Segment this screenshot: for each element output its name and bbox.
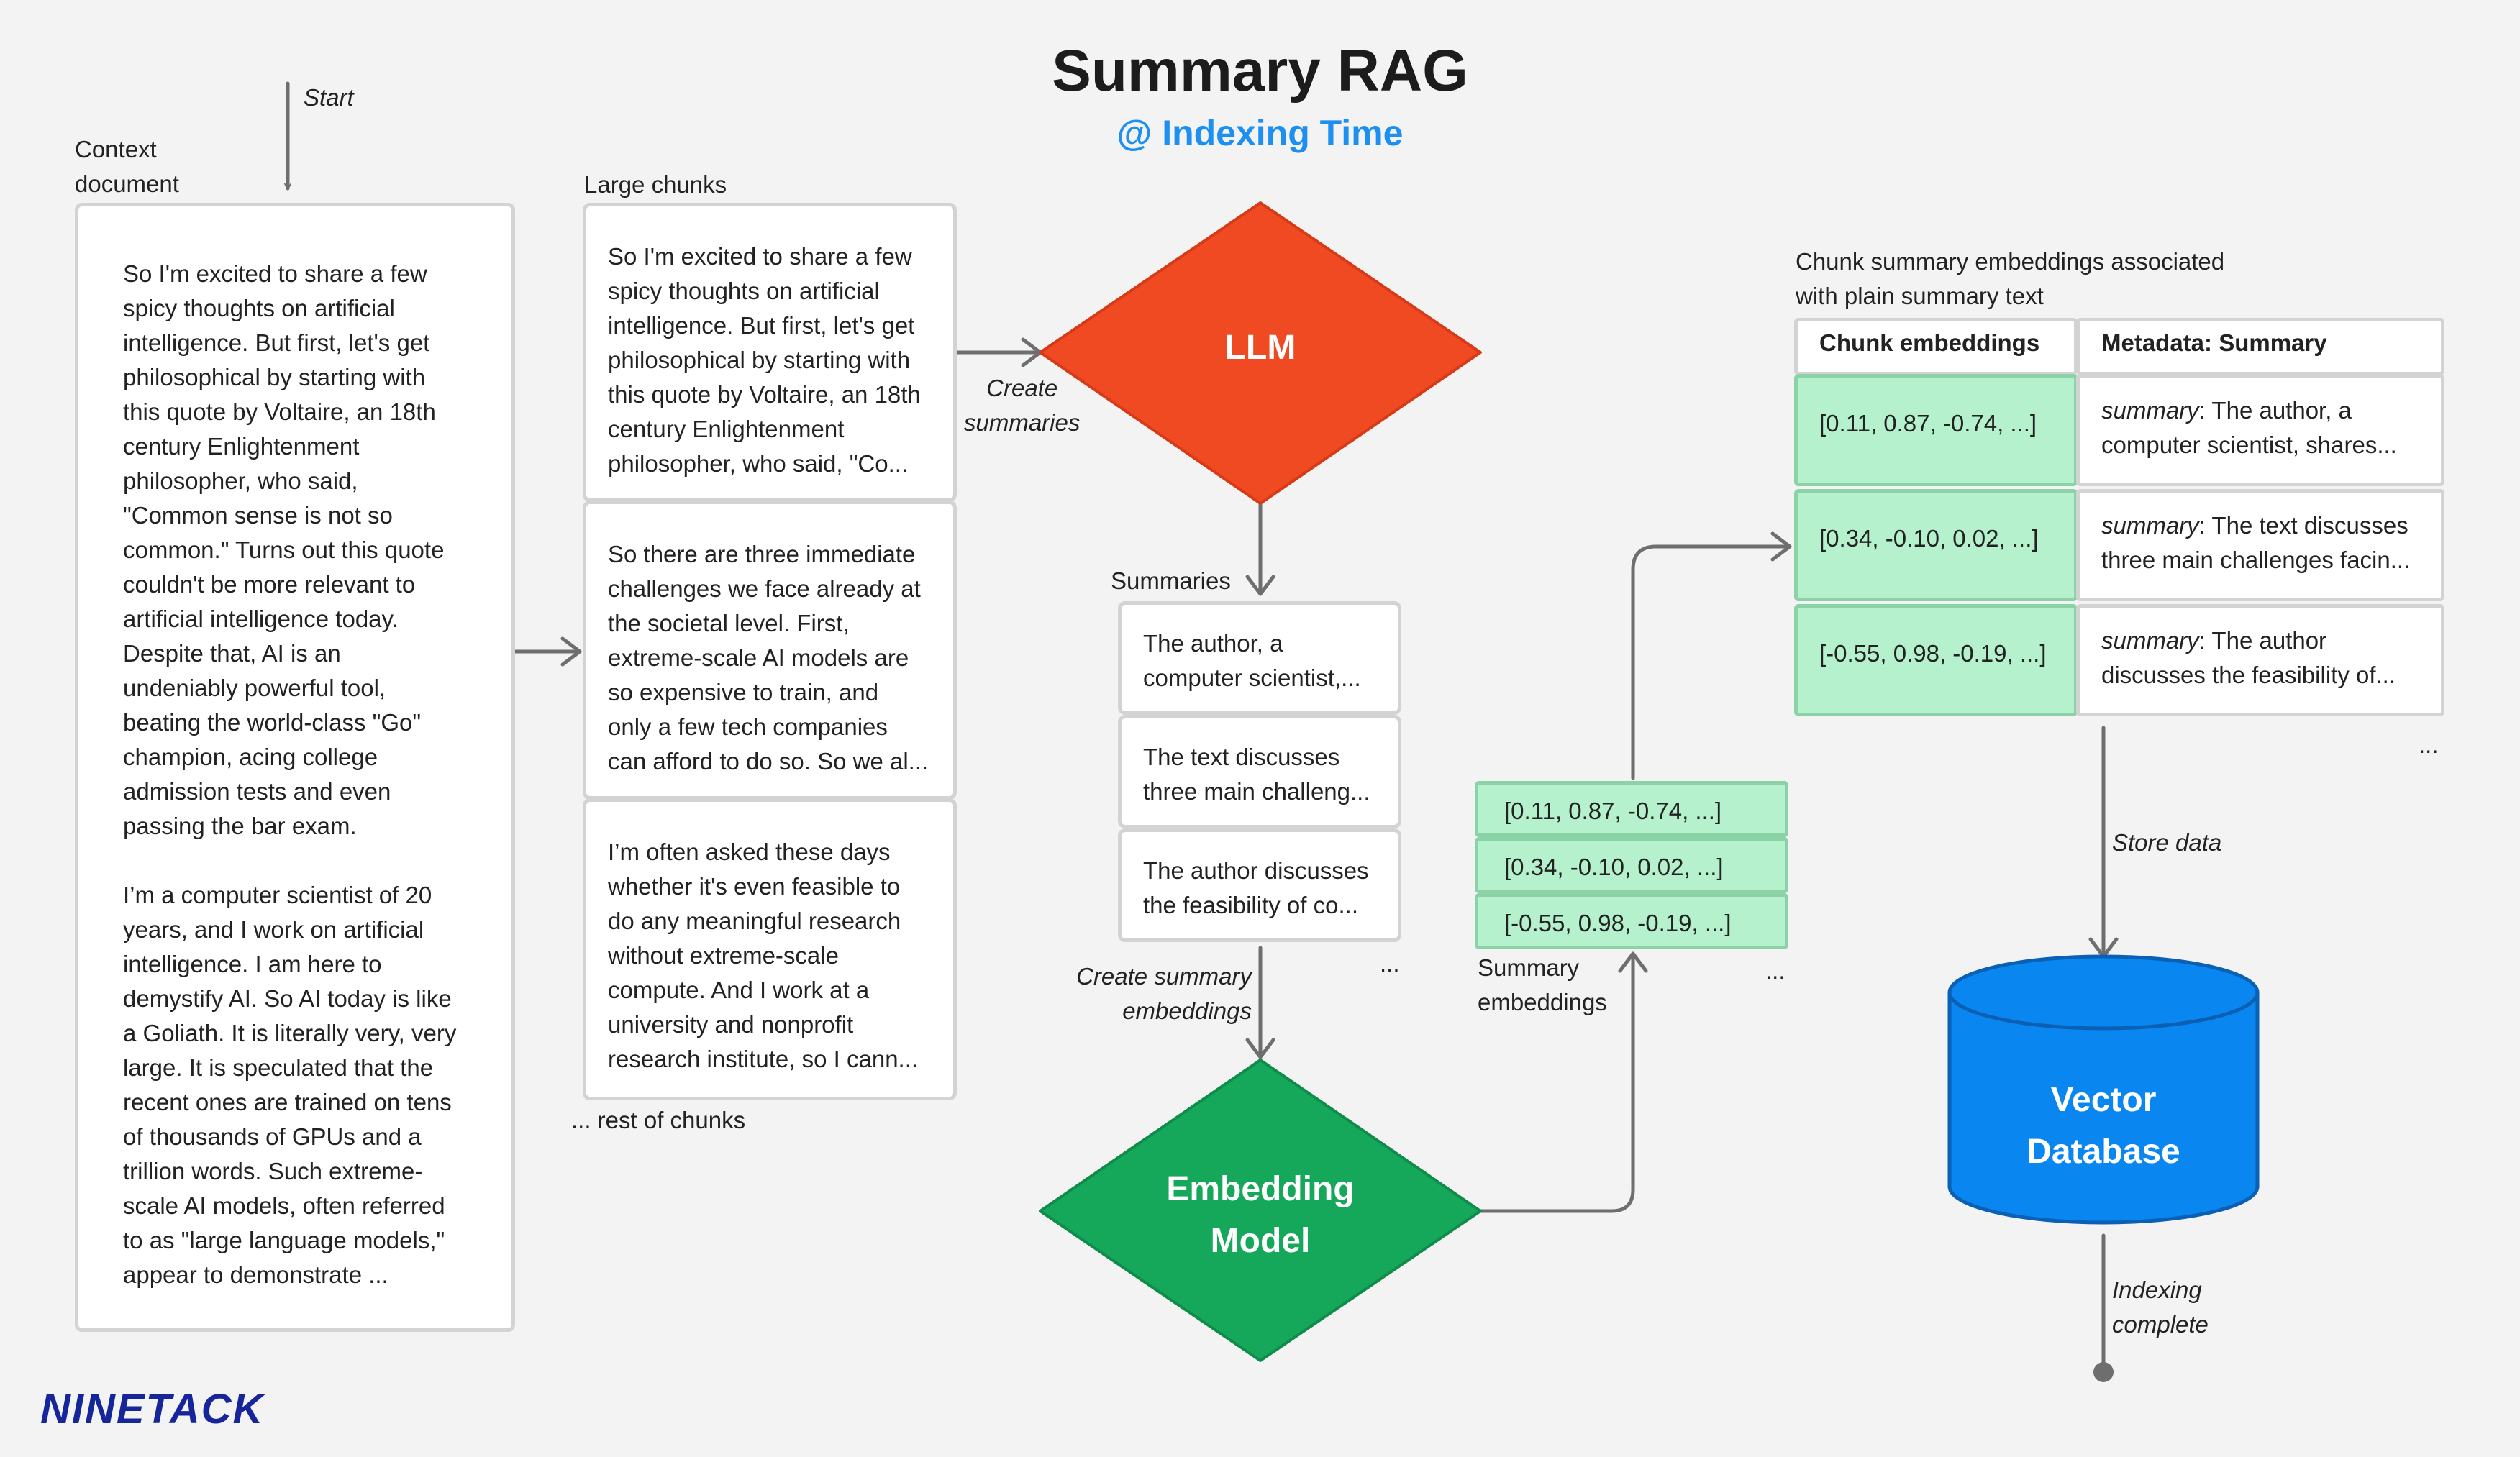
table-caption: Chunk summary embeddings associated with… — [1796, 248, 2225, 309]
summary-card-3: The author discusses the feasibility of … — [1118, 828, 1401, 942]
summary-value: : The text discusses three main challeng… — [2101, 512, 2411, 573]
summary-key: summary — [2101, 512, 2199, 539]
chunk-card-1: So I'm excited to share a few spicy thou… — [583, 203, 957, 502]
summaries-ellipsis: ... — [1380, 950, 1400, 977]
chunk-text-3: I’m often asked these days whether it's … — [608, 839, 919, 1072]
summary-embedding-1: [0.11, 0.87, -0.74, ...] — [1475, 781, 1788, 837]
summaries-to-embed-arrowhead — [1245, 1038, 1275, 1059]
chunks-to-llm-arrowhead — [1021, 337, 1042, 367]
table-summary-3: summary: The author discusses the feasib… — [2076, 604, 2444, 716]
summary-embedding-3: [-0.55, 0.98, -0.19, ...] — [1475, 893, 1788, 949]
context-document-label: Context document — [75, 136, 179, 197]
table-summary-1: summary: The author, a computer scientis… — [2076, 374, 2444, 486]
summary-embeddings-ellipsis: ... — [1765, 957, 1786, 984]
large-chunks-label: Large chunks — [584, 171, 727, 198]
end-dot — [2093, 1362, 2114, 1382]
store-data-label: Store data — [2112, 829, 2222, 856]
ninetack-logo: NINETACK — [40, 1386, 265, 1433]
summary-embeddings-to-table-arrowhead — [1770, 531, 1792, 562]
llm-label: LLM — [1224, 329, 1296, 367]
summary-value: : The author discusses the feasibility o… — [2101, 627, 2396, 688]
chunk-card-3: I’m often asked these days whether it's … — [583, 798, 957, 1100]
table-embedding-3: [-0.55, 0.98, -0.19, ...] — [1794, 604, 2078, 716]
embed-to-summary-embeddings-arrowhead — [1618, 951, 1648, 973]
table-summary-2: summary: The text discusses three main c… — [2076, 489, 2444, 601]
summary-text-2: The text discusses three main challeng..… — [1143, 744, 1370, 805]
embedding-model-label: Embedding Model — [1166, 1170, 1355, 1260]
summary-embeddings-label: Summary embeddings — [1478, 954, 1607, 1015]
chunk-card-2: So there are three immediate challenges … — [583, 501, 957, 800]
chunk-text-2: So there are three immediate challenges … — [608, 541, 929, 775]
context-document-text: So I'm excited to share a few spicy thou… — [123, 260, 457, 1288]
summaries-label: Summaries — [1111, 567, 1231, 594]
summary-card-2: The text discusses three main challeng..… — [1118, 715, 1401, 828]
start-label: Start — [304, 84, 354, 111]
summary-key: summary — [2101, 397, 2199, 424]
context-document-card: So I'm excited to share a few spicy thou… — [75, 203, 515, 1332]
table-ellipsis: ... — [2419, 731, 2439, 758]
llm-to-summaries-arrowhead — [1245, 575, 1275, 596]
summary-key: summary — [2101, 627, 2199, 654]
table-to-db-arrowhead — [2088, 937, 2119, 959]
create-summaries-label: Create summaries — [964, 375, 1081, 436]
summary-text-3: The author discusses the feasibility of … — [1143, 857, 1369, 918]
summary-text-1: The author, a computer scientist,... — [1143, 630, 1361, 691]
diagram-subtitle: @ Indexing Time — [1116, 113, 1404, 153]
table-header-metadata: Metadata: Summary — [2076, 318, 2444, 375]
rest-of-chunks-label: ... rest of chunks — [571, 1107, 746, 1133]
summary-card-1: The author, a computer scientist,... — [1118, 601, 1401, 715]
doc-to-chunks-arrowhead — [560, 636, 582, 667]
chunk-text-1: So I'm excited to share a few spicy thou… — [608, 243, 921, 477]
table-header-embeddings: Chunk embeddings — [1794, 318, 2078, 375]
indexing-complete-label: Indexing complete — [2112, 1276, 2209, 1338]
summary-embeddings-to-table-arrow — [1631, 544, 1792, 780]
table-embedding-1: [0.11, 0.87, -0.74, ...] — [1794, 374, 2078, 486]
create-summary-embeddings-label: Create summary embeddings — [1076, 963, 1252, 1024]
table-embedding-2: [0.34, -0.10, 0.02, ...] — [1794, 489, 2078, 601]
summary-embedding-2: [0.34, -0.10, 0.02, ...] — [1475, 837, 1788, 893]
vector-database-label: Vector Database — [2027, 1081, 2180, 1171]
diagram-title: Summary RAG — [1052, 38, 1468, 104]
summary-value: : The author, a computer scientist, shar… — [2101, 397, 2397, 458]
